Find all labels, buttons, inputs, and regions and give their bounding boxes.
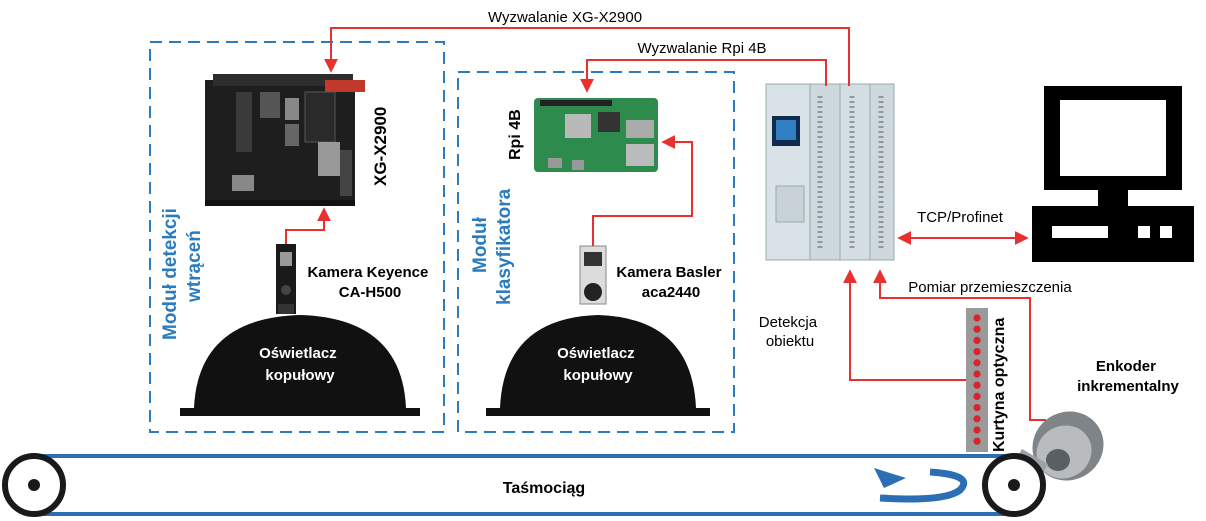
light-curtain-led [973,381,981,389]
detection-module-label: Moduł detekcji wtrąceń [160,203,205,340]
signal-trigger-xg-label: Wyzwalanie XG-X2900 [488,9,642,26]
light-curtain-led [973,314,981,322]
encoder-label: Enkoder inkrementalny [1077,358,1179,395]
light-curtain-led [973,336,981,344]
xg-x2900-label: XG-X2900 [371,107,390,186]
dome-light-left-label: Oświetlacz kopułowy [259,345,341,384]
signal-object-detection-label: Detekcja obiektu [759,314,822,350]
keyence-camera [276,244,296,314]
rpi-label: Rpi 4B [507,109,524,160]
signal-tcp-label: TCP/Profinet [917,209,1004,226]
signal-object-detection [843,269,966,381]
light-curtain-led [973,359,981,367]
signal-displacement-label: Pomiar przemieszczenia [908,279,1072,296]
light-curtain-led [973,392,981,400]
dome-light-right [486,315,710,416]
light-curtain-led [973,325,981,333]
conveyor-belt [34,454,1014,516]
encoder-device [1018,411,1104,481]
classifier-module-box [457,71,735,433]
conveyor-direction-arrow [874,468,968,503]
conveyor-roller-right [982,453,1046,517]
light-curtain-led [973,370,981,378]
light-curtain-led [973,437,981,445]
light-curtain-led [973,348,981,356]
xg-x2900-controller [205,74,365,206]
computer-icon [1032,86,1194,262]
signal-trigger-rpi-label: Wyzwalanie Rpi 4B [637,40,766,57]
signal-camera-to-rpi [592,135,693,246]
raspberry-pi-board [534,98,658,172]
conveyor-roller-left [2,453,66,517]
basler-camera-label: Kamera Basler aca2440 [616,264,725,301]
signal-trigger-rpi [580,59,827,93]
light-curtain-led [973,404,981,412]
signal-trigger-xg [324,27,850,86]
dome-light-right-label: Oświetlacz kopułowy [557,345,639,384]
light-curtain-led [973,426,981,434]
light-curtain-led [973,415,981,423]
conveyor-label: Taśmociąg [503,480,585,497]
plc-controller [765,83,895,261]
signal-camera-to-xg [285,207,331,244]
classifier-module-label: Moduł klasyfikatora [470,188,515,305]
dome-light-left [180,315,420,416]
light-curtain-label: Kurtyna optyczna [991,318,1008,452]
light-curtain [966,308,988,452]
keyence-camera-label: Kamera Keyence CA-H500 [307,264,432,301]
signal-displacement [873,269,1046,421]
basler-camera [579,245,607,305]
